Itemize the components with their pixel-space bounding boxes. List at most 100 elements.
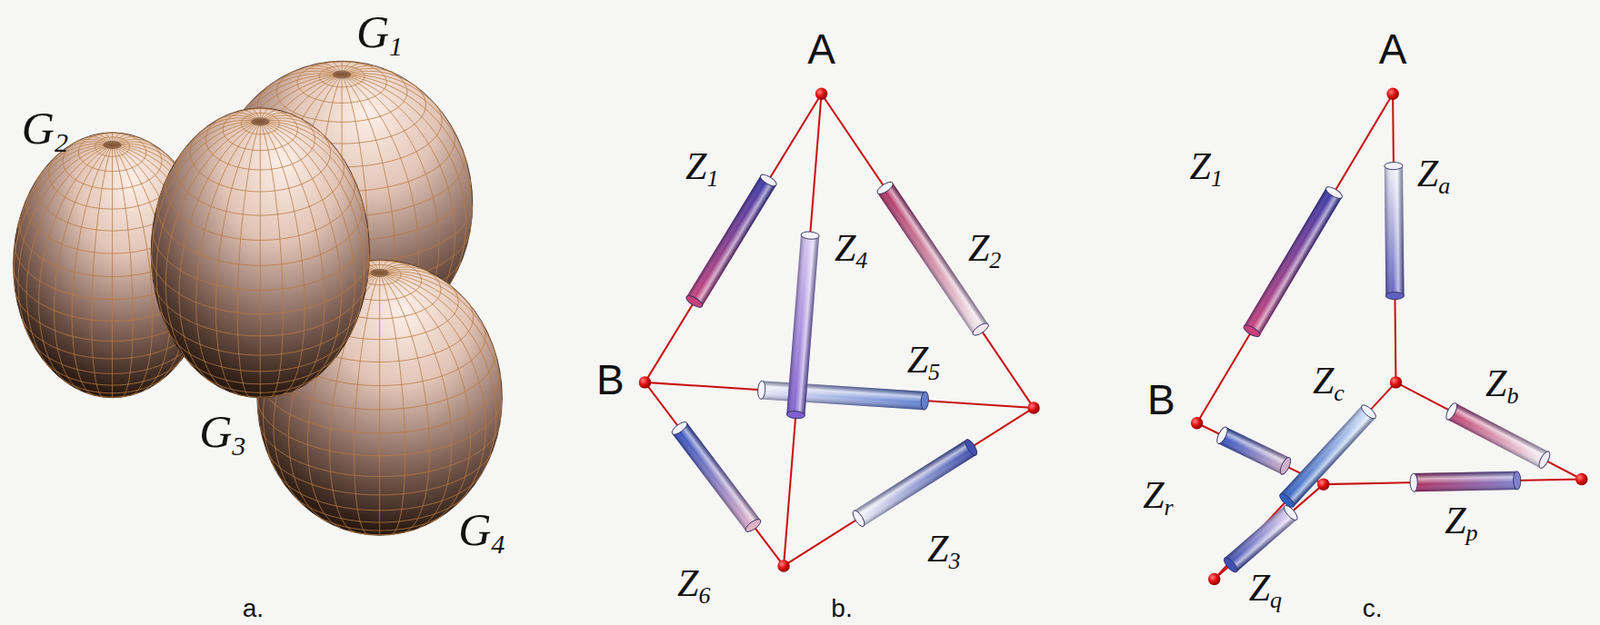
grid-line [260, 121, 364, 336]
impedance-label: Z1 [1190, 144, 1223, 193]
resistor-shading [786, 234, 820, 416]
grid-line [260, 121, 355, 368]
grid-line [380, 272, 502, 423]
resistor-symbol [1241, 184, 1344, 340]
grid-line [341, 70, 418, 88]
resistor-body [760, 380, 926, 410]
resistor-cap [1359, 403, 1378, 422]
impedance-label: Zc [1312, 358, 1345, 407]
resistor-cap [1410, 473, 1418, 492]
impedance-label: Za [1417, 151, 1450, 200]
grid-line [260, 311, 360, 356]
impedance-label: Z4 [834, 226, 868, 275]
grid-line [268, 453, 380, 496]
grid-line [36, 171, 112, 231]
grid-line [14, 242, 112, 300]
vertex-label: A [1379, 24, 1408, 73]
grid-line [380, 374, 501, 434]
grid-line [165, 121, 260, 368]
impedance-label: Z2 [968, 226, 1001, 275]
grid-line [152, 228, 260, 291]
grid-line [380, 400, 503, 457]
grid-line [19, 219, 112, 278]
resistor-group [670, 162, 1552, 576]
grid-line [150, 255, 260, 315]
resistor-cap [875, 180, 895, 197]
resistor-shading [853, 440, 977, 527]
resistor-end [1385, 291, 1404, 300]
resistor-cap [850, 509, 868, 529]
grid-line [380, 272, 487, 507]
sphere-pole [370, 269, 389, 278]
resistor-shading [1447, 403, 1549, 469]
resistor-symbol [1221, 503, 1300, 575]
resistor-cap [670, 420, 690, 438]
resistor-symbol [1410, 471, 1521, 493]
grid-line [160, 311, 260, 356]
grid-line [170, 335, 260, 372]
resistor-end [1221, 556, 1240, 576]
grid-line [341, 74, 468, 165]
wire [1214, 484, 1324, 580]
grid-line [379, 272, 380, 536]
resistor-shading [1280, 406, 1376, 508]
resistor-symbol [1214, 425, 1293, 476]
wire [783, 93, 822, 567]
junction-dot [1208, 573, 1220, 586]
resistor-cap [1324, 184, 1344, 200]
grid-line [260, 120, 344, 160]
grid-line [380, 272, 498, 360]
grid-line [260, 121, 305, 395]
grid-line [196, 121, 261, 390]
grid-line [260, 150, 344, 216]
impedance-label: Z5 [907, 338, 940, 387]
panel-caption: a. [242, 594, 264, 624]
sphere-label: G2 [21, 102, 69, 160]
grid-line [380, 453, 492, 496]
resistor-body [1384, 166, 1405, 297]
junction-dot [1190, 417, 1203, 430]
resistor-body [786, 234, 820, 416]
grid-line [380, 271, 475, 310]
resistor-cap [759, 172, 779, 189]
resistor-cap [1214, 425, 1230, 446]
grid-line [260, 228, 368, 291]
grid-line [260, 121, 369, 280]
sphere-group [13, 60, 503, 536]
resistor-cap [757, 380, 766, 400]
grid-line [380, 300, 474, 362]
resistor-symbol [670, 420, 763, 535]
resistor-symbol [850, 438, 980, 530]
impedance-label: Zr [1142, 472, 1173, 521]
resistor-shading [672, 422, 761, 531]
junction-dot [1027, 401, 1040, 414]
junction-group [639, 88, 1589, 587]
sphere-pole [250, 117, 270, 126]
impedance-label: Zp [1444, 498, 1478, 547]
junction-dot [1390, 376, 1402, 389]
grid-line [380, 270, 451, 287]
impedance-label: Zq [1249, 565, 1282, 614]
grid-line [341, 103, 442, 168]
junction-dot [815, 88, 828, 100]
grid-line [260, 118, 324, 135]
resistor-shading [1384, 166, 1405, 297]
grid-line [260, 335, 350, 372]
resistor-end [1241, 323, 1261, 340]
resistor-body [672, 422, 761, 531]
grid-line [380, 272, 497, 476]
resistor-symbol [757, 380, 930, 410]
junction-dot [1317, 478, 1330, 490]
impedance-label: Zb [1485, 361, 1519, 410]
junction-dot [1386, 88, 1399, 100]
grid-line [380, 272, 452, 529]
grid-line [237, 121, 260, 398]
resistor-shading [1413, 471, 1518, 492]
resistor-end [684, 293, 704, 310]
resistor-body [853, 440, 977, 527]
grid-line [341, 85, 426, 144]
resistor-body [1280, 406, 1376, 508]
sphere [150, 108, 370, 399]
junction-dot [1575, 473, 1588, 486]
